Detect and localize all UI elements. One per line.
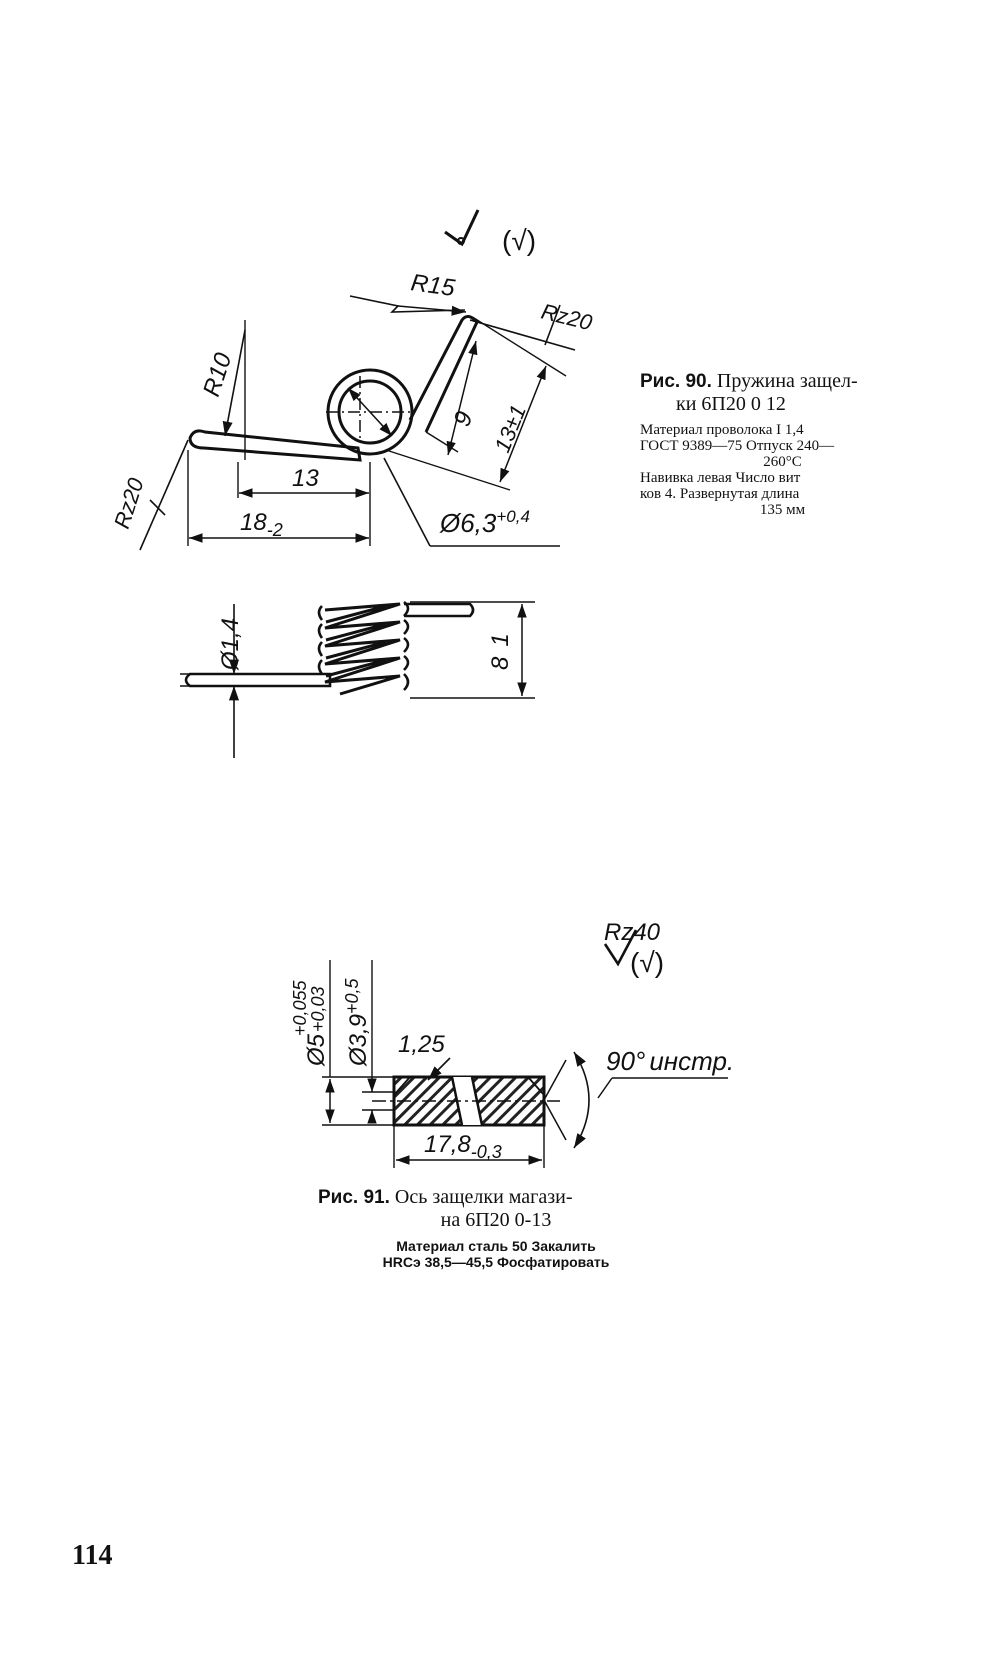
fig90-side-leg bbox=[184, 672, 332, 688]
fig90-caption-line-4: Навивка левая Число вит bbox=[640, 470, 801, 486]
fig90-dim-dia14: Ø1,4 bbox=[217, 618, 244, 671]
fig91-caption-line-2: HRCэ 38,5—45,5 Фосфатировать bbox=[382, 1254, 610, 1270]
fig91-caption-title-1: Ось защелки магази- bbox=[394, 1186, 573, 1208]
fig90-dim-r10: R10 bbox=[198, 349, 237, 400]
fig90-caption-body: Материал проволока I 1,4 ГОСТ 9389—75 От… bbox=[640, 422, 925, 518]
fig91-dim-dia5: Ø5+0,03 bbox=[303, 986, 330, 1067]
fig90-caption-title: Рис. 90. Пружина защел- ки 6П20 0 12 bbox=[640, 370, 925, 416]
fig91-dim-dia5-tol: +0,055 bbox=[290, 979, 310, 1036]
fig90-caption-title-2: ки 6П20 0 12 bbox=[676, 393, 786, 415]
fig90-caption-line-6: 135 мм bbox=[759, 502, 806, 518]
page-number: 114 bbox=[72, 1540, 113, 1571]
fig91-dim-dia39: Ø3,9+0,5 bbox=[342, 977, 372, 1067]
fig90-caption-title-1: Пружина защел- bbox=[716, 370, 858, 392]
fig90-plan-view bbox=[139, 209, 576, 551]
fig90-caption-line-5: ков 4. Развернутая длина bbox=[640, 486, 800, 502]
fig91-surface-rz: Rz40 bbox=[604, 919, 661, 946]
fig90-dim-dia63: Ø6,3+0,4 bbox=[439, 507, 530, 538]
fig90-caption-line-3: 260°С bbox=[763, 454, 802, 470]
fig91-caption-body: Материал сталь 50 Закалить HRCэ 38,5—45,… bbox=[318, 1238, 674, 1270]
fig90-surface-mark: (√) bbox=[502, 225, 536, 256]
fig90-dim-rz20-left: Rz20 bbox=[109, 474, 149, 531]
fig91-dim-angle: 90°инстр. bbox=[606, 1046, 734, 1076]
fig90-dim-8: 81 bbox=[487, 633, 514, 670]
fig91-drawing bbox=[322, 929, 728, 1168]
fig91-caption: Рис. 91. Ось защелки магази- на 6П20 0-1… bbox=[318, 1186, 674, 1270]
fig90-dim-18: 18-2 bbox=[240, 509, 283, 540]
fig91-caption-title-2: на 6П20 0-13 bbox=[440, 1209, 552, 1231]
fig90-caption: Рис. 90. Пружина защел- ки 6П20 0 12 Мат… bbox=[640, 370, 925, 518]
fig90-side-coils bbox=[324, 602, 401, 696]
fig90-dim-13: 13 bbox=[292, 465, 319, 492]
fig90-caption-label: Рис. 90. bbox=[640, 371, 712, 392]
fig90-side-labels: Ø1,4 81 bbox=[217, 618, 514, 671]
fig91-caption-line-1: Материал сталь 50 Закалить bbox=[396, 1238, 596, 1254]
fig90-dim-13pm1: 13±1 bbox=[489, 401, 530, 456]
fig91-dim-chamfer: 1,25 bbox=[398, 1031, 445, 1058]
fig90-dim-9: 9 bbox=[449, 408, 479, 431]
fig90-side-view bbox=[180, 600, 535, 758]
fig91-labels: Rz40 (√) Ø5+0,03 +0,055 Ø3,9+0,5 1,25 90… bbox=[290, 919, 734, 1162]
fig90-side-tail bbox=[404, 602, 475, 618]
fig90-caption-line-2: ГОСТ 9389—75 Отпуск 240— bbox=[640, 438, 835, 454]
fig91-caption-label: Рис. 91. bbox=[318, 1187, 390, 1208]
fig91-dim-length: 17,8-0,3 bbox=[424, 1131, 502, 1162]
fig90-dim-r15: R15 bbox=[409, 269, 457, 302]
fig91-roughness-check-icon bbox=[603, 929, 638, 967]
fig91-surface-mark: (√) bbox=[630, 947, 664, 978]
fig90-dim-rz20-top: Rz20 bbox=[539, 299, 596, 336]
fig90-caption-line-1: Материал проволока I 1,4 bbox=[640, 422, 804, 438]
fig91-caption-title: Рис. 91. Ось защелки магази- на 6П20 0-1… bbox=[318, 1186, 674, 1232]
